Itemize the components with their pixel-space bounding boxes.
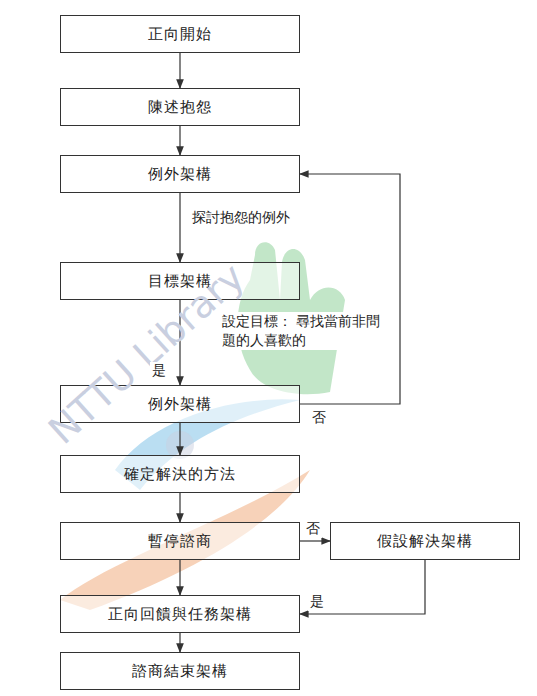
flow-arrow bbox=[179, 193, 180, 262]
edge-label: 是 bbox=[308, 592, 326, 611]
flow-arrow bbox=[179, 53, 180, 88]
process-box: 假設解決架構 bbox=[330, 522, 520, 560]
flow-arrow bbox=[179, 560, 180, 595]
flow-arrow bbox=[179, 493, 180, 522]
process-box: 陳述抱怨 bbox=[60, 88, 300, 126]
flow-arrow bbox=[179, 633, 180, 652]
box-text: 例外架構 bbox=[138, 391, 222, 418]
process-box: 確定解決的方法 bbox=[60, 455, 300, 493]
process-box: 例外架構 bbox=[60, 155, 300, 193]
box-text: 陳述抱怨 bbox=[138, 94, 222, 121]
box-text: 正向開始 bbox=[138, 21, 222, 48]
flow-arrow bbox=[300, 174, 400, 404]
box-text: 諮商結束架構 bbox=[122, 658, 238, 685]
process-box: 正向開始 bbox=[60, 15, 300, 53]
flow-arrow bbox=[179, 126, 180, 155]
process-box: 正向回饋與任務架構 bbox=[60, 595, 300, 633]
box-text: 例外架構 bbox=[138, 161, 222, 188]
box-text: 正向回饋與任務架構 bbox=[98, 601, 262, 628]
box-text: 暫停諮商 bbox=[138, 528, 222, 555]
process-box: 暫停諮商 bbox=[60, 522, 300, 560]
edge-label: 探討抱怨的例外 bbox=[190, 208, 292, 227]
branch-label: 是 bbox=[150, 362, 168, 380]
edge-label: 否 bbox=[304, 519, 322, 538]
flow-arrow bbox=[300, 560, 425, 614]
edge-label: 否 bbox=[310, 408, 328, 427]
box-text: 確定解決的方法 bbox=[114, 461, 246, 488]
flow-arrow bbox=[300, 540, 330, 541]
box-text: 假設解決架構 bbox=[367, 528, 483, 555]
edge-label: 設定目標： 尋找當前非問題的人喜歡的 bbox=[220, 312, 394, 350]
flow-arrow bbox=[179, 423, 180, 455]
process-box: 諮商結束架構 bbox=[60, 652, 300, 690]
